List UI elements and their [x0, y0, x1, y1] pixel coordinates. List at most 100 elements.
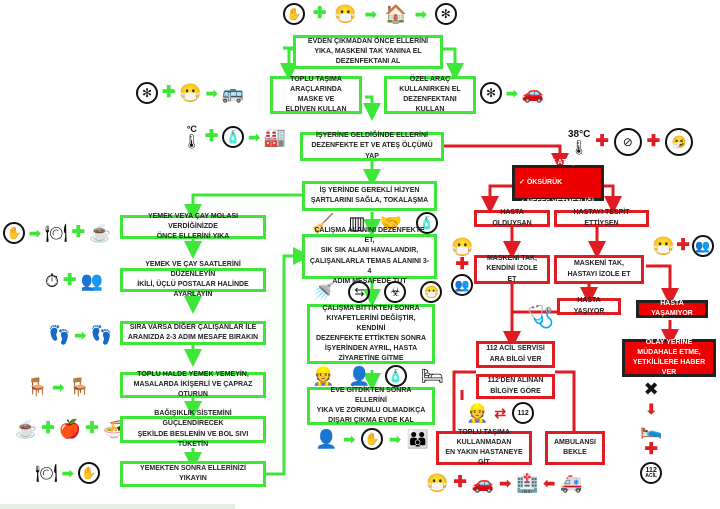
tea-cup-icon: ☕	[89, 223, 112, 243]
stopwatch-icon: ⏱	[45, 271, 60, 291]
arrow-right-icon: ➡	[205, 85, 218, 101]
hand-washing-icon: ✋	[283, 3, 305, 25]
disinfect-area-box: ÇALIŞMA ALANINI DEZENFEKTE ET, SIK SIK A…	[302, 227, 437, 285]
left-icons-6: 🍽 ➡ ✋	[35, 462, 100, 484]
connector-symptoms-to-detect	[600, 184, 622, 214]
house-icon: 🏠	[384, 4, 407, 24]
public-transport-icons: ✻ ✚ 😷 ➡ 🚌	[136, 82, 244, 104]
nutrition-box: BAĞIŞIKLIK SİSTEMİNİ GÜÇLENDİRECEK ŞEKİL…	[120, 410, 266, 448]
mask-face-icon: 😷	[652, 236, 675, 256]
queue-distance-box: SIRA VARSA DİĞER ÇALIŞANLAR İLE ARANIZDA…	[120, 321, 266, 345]
factory-icon: 🏭	[263, 126, 287, 147]
virus-hand-icon: ✻	[136, 82, 158, 104]
connector-isolate-to-dead	[646, 264, 679, 306]
plus-icon: ✚	[676, 237, 690, 254]
arrow-right-icon: ➡	[248, 128, 260, 145]
worker-icon: 👷	[312, 366, 335, 386]
left-icons-2: ⏱ ✚ 👥	[45, 272, 103, 290]
call-icons: 👷 ⇄ 112	[466, 402, 535, 424]
fruit-bowl-icon: 🍎	[58, 419, 82, 439]
connector-workplace-to-fever	[444, 144, 569, 171]
arrow-right-icon: ➡	[29, 225, 41, 241]
arrow-right-icon: ➡	[364, 6, 377, 22]
symptom-item: ✓ NEFES YETMEZLİĞİ	[519, 199, 594, 207]
symptoms-box: ✓ YÜKSEK ATEŞ ✓ ÖKSÜRÜK ✓ NEFES YETMEZLİ…	[512, 159, 604, 206]
stay-home-box: EVE GİTDİKTEN SONRA ELLERİNİ YIKA VE ZOR…	[307, 387, 435, 425]
arrow-left-icon: ⬅	[543, 475, 556, 491]
connector-top-to-private	[443, 47, 464, 81]
hand-washing-icon: ✋	[3, 222, 25, 244]
mask-face-icon: 😷	[426, 473, 449, 493]
window-icon: ▥	[348, 213, 366, 233]
wait-ambulance-box: AMBULANSI BEKLE	[545, 431, 605, 465]
mask-face-icon: 😷	[179, 83, 202, 103]
symptom-item: ✓ ÖKSÜRÜK	[519, 178, 563, 186]
info-from-112-box: 112'DEN ALINAN BİLGİYE GÖRE	[476, 374, 555, 399]
symptom-item: ✓ YÜKSEK ATEŞ	[519, 158, 576, 166]
sanitizer-icon: 🧴	[222, 125, 245, 148]
wash-after-meal-box: YEMEKTEN SONRA ELLERİNİZİ YIKAYIN	[120, 461, 266, 487]
arrow-right-icon: ➡	[414, 6, 427, 22]
group-icon: 👥	[80, 271, 103, 291]
leave-home-box: EVDEN ÇIKMADAN ÖNCE ELLERİNİ YIKA, MASKE…	[293, 35, 443, 69]
bus-icon: 🚌	[221, 83, 244, 103]
connector-symptoms-to-sick	[481, 184, 512, 214]
plus-icon: ✚	[455, 256, 469, 273]
sanitizer-icon: 🧴	[415, 212, 438, 234]
plus-icon: ✚	[646, 133, 661, 150]
isolate-patient-icons: 😷 ✚ 👥	[652, 235, 714, 257]
arrow-right-icon: ➡	[506, 85, 518, 101]
thermometer-icon: 38°C🌡	[568, 129, 591, 155]
businessman-icon: 👤	[348, 366, 371, 386]
footprints-apart-icon: 👣	[90, 325, 113, 345]
hand-washing-icon: ✋	[361, 428, 384, 450]
self-isolate-icons: 😷 ✚ 👥	[451, 238, 473, 296]
workplace-icons: °C🌡 ✚ 🧴 ➡ 🏭	[183, 124, 287, 149]
plus-icon: ✚	[313, 5, 327, 22]
isolation-icon: 👥	[451, 274, 474, 296]
virus-hand-icon: ✻	[434, 3, 457, 25]
sanitizer-icon: 🧴	[384, 365, 407, 387]
plus-icon: ✚	[85, 420, 99, 437]
plus-icon: ✚	[41, 420, 55, 437]
no-touch-person-icon: ✖	[643, 379, 659, 399]
plus-icon: ✚	[71, 224, 85, 241]
thermometer-icon: °C🌡	[183, 124, 201, 149]
ambulance-icon: 🚑	[560, 473, 583, 493]
connector-call-right	[555, 370, 583, 449]
plate-cutlery-icon: 🍽	[35, 463, 58, 483]
meal-break-box: YEMEK VEYA ÇAY MOLASI VERDİĞİNİZDE ÖNCE …	[120, 213, 266, 240]
arrow-right-icon: ➡	[74, 327, 87, 343]
meal-schedule-box: YEMEK VE ÇAY SAATLERİNİ DÜZENLEYİN İKİLİ…	[120, 261, 266, 298]
virus-hand-icon: ✻	[480, 82, 502, 104]
hospital-route-icons: 😷 ✚ 🚗 ➡ 🏥 ⬅ 🚑	[426, 474, 583, 492]
plus-icon: ✚	[63, 272, 77, 289]
patient-visit-icon: 🛏	[420, 366, 444, 386]
connector-top-to-public	[280, 47, 298, 81]
arrow-right-icon: ➡	[389, 431, 401, 447]
worker-icon: 👷	[466, 403, 489, 423]
connector-left-end-to-center	[265, 247, 311, 476]
no-sneeze-icon: ⊘	[613, 128, 642, 156]
cough-person-icon: 🤧	[665, 128, 694, 156]
cleaning-icon: 🧹	[312, 213, 335, 233]
plus-icon: ✚	[162, 84, 176, 101]
hand-washing-icon: ✋	[77, 462, 100, 484]
handshake-icon: 🤝	[379, 213, 402, 233]
mask-face-icon: 😷	[451, 237, 474, 257]
workplace-arrival-box: İŞYERİNE GELDİĞİNDE ELLERİNİ DEZENFEKTE …	[300, 132, 444, 161]
self-isolate-box: MASKENİ TAK, KENDİNİ İZOLE ET	[474, 255, 550, 284]
home-icons: 👤 ➡ ✋ ➡ 👪	[315, 428, 429, 450]
bottom-strip	[0, 504, 235, 509]
lying-person-icon: 🛌	[640, 419, 663, 439]
call-112-box: 112 ACİL SERVİSİ ARA BİLGİ VER	[476, 341, 555, 368]
seating-box: TOPLU HALDE YEMEK YEMEYİN, MASALARDA İKİ…	[120, 371, 266, 398]
exchange-arrows-icon: ⇄	[494, 405, 507, 421]
arrow-right-icon: ➡	[499, 475, 511, 491]
top-icons: ✋ ✚ 😷 ➡ 🏠 ➡ ✻	[283, 3, 457, 25]
plus-icon: ✚	[644, 441, 658, 458]
go-hospital-box: TOPLU TAŞIMA KULLANMADAN EN YAKIN HASTAN…	[436, 429, 532, 466]
arrow-down-icon: ⬇	[645, 401, 658, 417]
hygiene-icons: 🧹 ▥ 🤝 🧴	[312, 212, 438, 234]
